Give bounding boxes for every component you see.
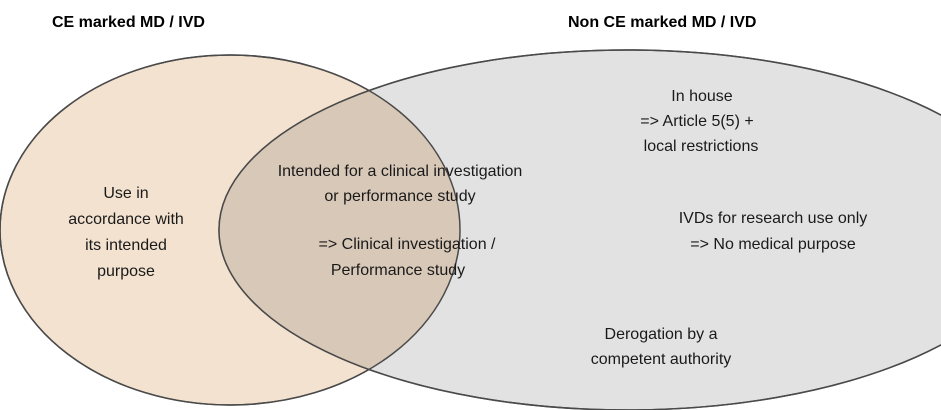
in-house-text: In house => Article 5(5) + local restric… bbox=[640, 88, 758, 155]
text-line: purpose bbox=[97, 263, 155, 280]
non-ce-marked-title: Non CE marked MD / IVD bbox=[568, 14, 756, 31]
text-line: local restrictions bbox=[644, 138, 759, 155]
text-line: => Article 5(5) + bbox=[640, 113, 753, 130]
text-line: competent authority bbox=[591, 351, 732, 368]
text-line: accordance with bbox=[68, 211, 184, 228]
text-line: IVDs for research use only bbox=[679, 210, 868, 227]
text-line: Performance study bbox=[331, 262, 465, 279]
non-ce-marked-set-outline bbox=[218, 49, 941, 410]
derogation-text: Derogation by a competent authority bbox=[591, 326, 732, 368]
text-line: or performance study bbox=[324, 188, 475, 205]
text-line: its intended bbox=[85, 237, 167, 254]
text-line: Use in bbox=[103, 185, 148, 202]
text-line: => Clinical investigation / bbox=[319, 236, 497, 253]
text-line: Derogation by a bbox=[605, 326, 718, 343]
ce-marked-use-text: Use in accordance with its intended purp… bbox=[68, 185, 184, 280]
ce-marked-set-outline bbox=[0, 54, 461, 406]
text-line: In house bbox=[671, 88, 732, 105]
overlap-region bbox=[219, 55, 460, 405]
ce-marked-title: CE marked MD / IVD bbox=[52, 14, 205, 31]
text-line: Intended for a clinical investigation bbox=[278, 163, 523, 180]
research-use-only-text: IVDs for research use only => No medical… bbox=[679, 210, 868, 253]
text-line: => No medical purpose bbox=[690, 236, 856, 253]
overlap-clinical-investigation-text: Intended for a clinical investigation or… bbox=[278, 163, 523, 279]
